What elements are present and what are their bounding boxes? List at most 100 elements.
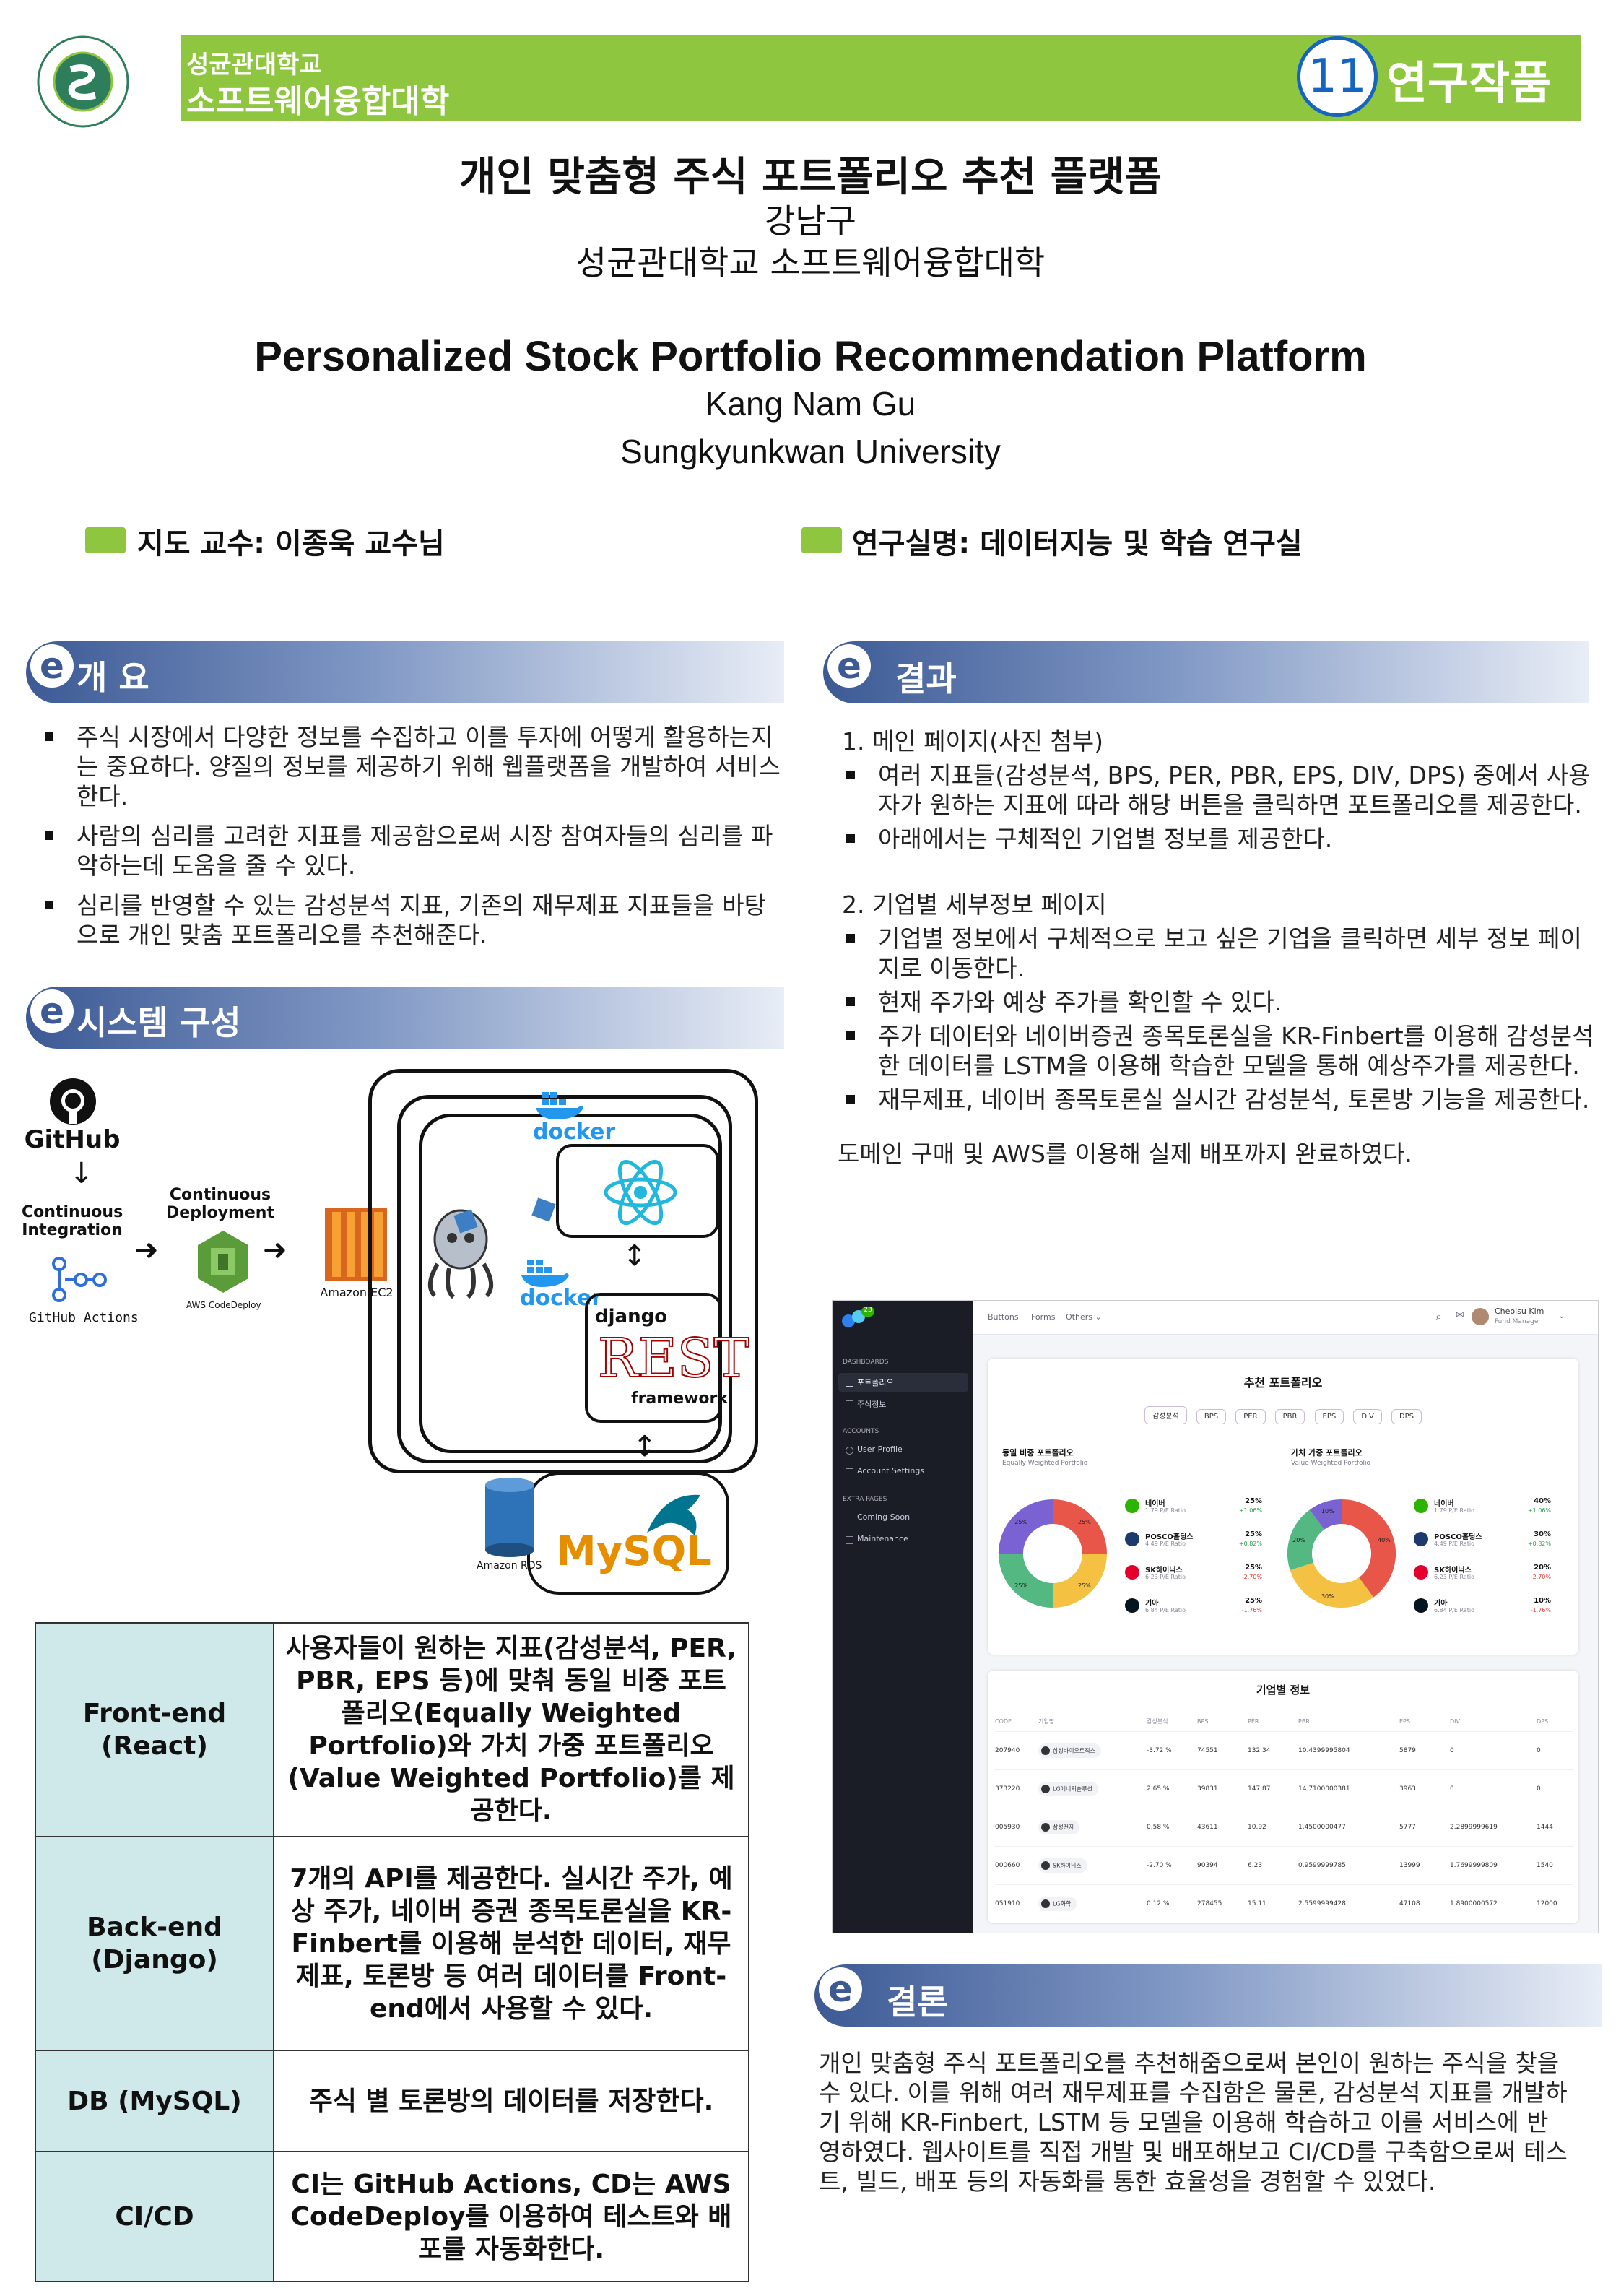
conclusion-text: 개인 맞춤형 주식 포트폴리오를 추천해줌으로써 본인이 원하는 주식을 찾을 …: [819, 2049, 1568, 2196]
table-cell: 0.9599999785: [1298, 1862, 1346, 1869]
donut-slice-label: 20%: [1292, 1537, 1305, 1543]
table-cell: SK하이닉스: [1038, 1858, 1147, 1873]
table-row: DB (MySQL) 주식 별 토론방의 데이터를 저장한다.: [35, 2050, 749, 2152]
user-icon: [846, 1447, 853, 1455]
lab-name: 연구실명: 데이터지능 및 학습 연구실: [852, 527, 1303, 560]
holding-name: POSCO홀딩스: [1145, 1533, 1194, 1541]
sidebar-item-account-settings[interactable]: Account Settings: [838, 1463, 968, 1481]
notification-badge: 23: [861, 1307, 874, 1317]
donut-slice: [1287, 1509, 1325, 1571]
filter-div[interactable]: DIV: [1353, 1409, 1382, 1424]
equal-weight-title: 동일 비중 포트폴리오: [1002, 1448, 1074, 1457]
donut-slice: [999, 1553, 1053, 1608]
equal-weight-subtitle: Equally Weighted Portfolio: [1002, 1460, 1088, 1467]
holding-ratio: 4.49 P/E Ratio: [1434, 1541, 1475, 1547]
search-icon[interactable]: ⌕: [1435, 1309, 1442, 1323]
sidebar-item-coming-soon[interactable]: Coming Soon: [838, 1509, 968, 1528]
table-cell: 0.12 %: [1147, 1900, 1170, 1907]
tech-stack-table: Front-end (React) 사용자들이 원하는 지표(감성분석, PER…: [35, 1622, 749, 2282]
results-heading-2: 2. 기업별 세부정보 페이지: [842, 891, 1107, 919]
donut-slice: [1052, 1499, 1107, 1554]
table-cell: 47108: [1399, 1900, 1420, 1907]
donut-slice-label: 25%: [1014, 1519, 1027, 1525]
github-label: GitHub: [24, 1125, 121, 1154]
notification-icon[interactable]: ✉: [1456, 1309, 1464, 1321]
django-container: django REST framework: [585, 1293, 750, 1423]
holding-ratio: 4.49 P/E Ratio: [1145, 1541, 1186, 1547]
nav-buttons[interactable]: Buttons: [988, 1312, 1019, 1322]
sidebar-item-stock-info[interactable]: 주식정보: [838, 1395, 968, 1413]
table-cell: 13999: [1399, 1862, 1420, 1869]
filter-dps[interactable]: DPS: [1391, 1409, 1422, 1424]
holding-ratio: 6.84 P/E Ratio: [1145, 1607, 1186, 1613]
django-label: django: [595, 1306, 668, 1327]
column-header: DPS: [1537, 1717, 1549, 1725]
table-key: Front-end (React): [35, 1622, 274, 1837]
nav-forms[interactable]: Forms: [1031, 1312, 1056, 1322]
table-cell: 1.8900000572: [1450, 1900, 1498, 1907]
holding-name: 네이버: [1434, 1500, 1454, 1508]
rest-label: REST: [597, 1327, 750, 1390]
company-logo-icon: [1125, 1532, 1139, 1546]
university-name: 성균관대학교: [186, 51, 322, 79]
user-role: Fund Manager: [1495, 1318, 1542, 1325]
holding-weight: 25%: [1245, 1530, 1262, 1538]
college-name: 소프트웨어융합대학: [186, 83, 450, 120]
react-container: [556, 1144, 719, 1238]
sidebar-item-label: 주식정보: [857, 1400, 887, 1409]
sidebar-item-portfolio[interactable]: 포트폴리오: [838, 1373, 968, 1392]
portfolio-card: 추천 포트폴리오 감성분석 BPS PER PBR EPS DIV DPS 동일…: [988, 1359, 1578, 1655]
company-logo-icon: [1414, 1532, 1428, 1546]
avatar[interactable]: [1472, 1308, 1489, 1325]
column-header: DIV: [1450, 1717, 1460, 1725]
section-title: 결론: [887, 1983, 948, 2022]
filter-eps[interactable]: EPS: [1314, 1409, 1344, 1424]
section-header-system: e 시스템 구성: [26, 987, 784, 1049]
holding-weight: 25%: [1245, 1564, 1262, 1572]
filter-pbr[interactable]: PBR: [1274, 1409, 1305, 1424]
sidebar-item-user-profile[interactable]: User Profile: [838, 1441, 968, 1460]
docker-label: docker: [533, 1119, 616, 1145]
sidebar-section-label: EXTRA PAGES: [843, 1496, 887, 1503]
sidebar-item-label: 포트폴리오: [857, 1378, 894, 1387]
app-sidebar: 23 DASHBOARDS 포트폴리오 주식정보 ACCOUNTS User P…: [833, 1301, 973, 1933]
card-title: 기업별 정보: [1256, 1684, 1311, 1697]
sidebar-item-maintenance[interactable]: Maintenance: [838, 1530, 968, 1549]
table-cell: 207940: [995, 1747, 1020, 1754]
value-weight-title: 가치 가중 포트폴리오: [1291, 1448, 1363, 1457]
sidebar-item-label: Maintenance: [857, 1534, 908, 1543]
codedeploy-label: AWS CodeDeploy: [186, 1300, 261, 1310]
filter-per[interactable]: PER: [1235, 1409, 1266, 1424]
column-header: EPS: [1399, 1717, 1410, 1725]
filter-sentiment[interactable]: 감성분석: [1144, 1406, 1187, 1424]
table-cell: 2.5599999428: [1298, 1900, 1346, 1907]
table-cell: 5777: [1399, 1824, 1416, 1831]
table-cell: LG에너지솔루션: [1038, 1782, 1147, 1796]
docker-whale-icon: [521, 1260, 569, 1287]
holding-weight: 10%: [1534, 1597, 1551, 1605]
chevron-down-icon[interactable]: ⌄: [1558, 1311, 1565, 1320]
codedeploy-icon: [198, 1231, 248, 1293]
sidebar-item-label: User Profile: [857, 1444, 903, 1454]
value-weight-subtitle: Value Weighted Portfolio: [1291, 1460, 1371, 1467]
nav-others[interactable]: Others ⌄: [1066, 1312, 1102, 1322]
github-actions-label: GitHub Actions: [29, 1310, 139, 1325]
company-name: SK하이닉스: [1053, 1862, 1082, 1869]
section-title: 결과: [895, 659, 957, 698]
table-cell: 278455: [1197, 1900, 1222, 1907]
filter-bps[interactable]: BPS: [1196, 1409, 1227, 1424]
table-row: CI/CD CI는 GitHub Actions, CD는 AWS CodeDe…: [35, 2151, 749, 2282]
